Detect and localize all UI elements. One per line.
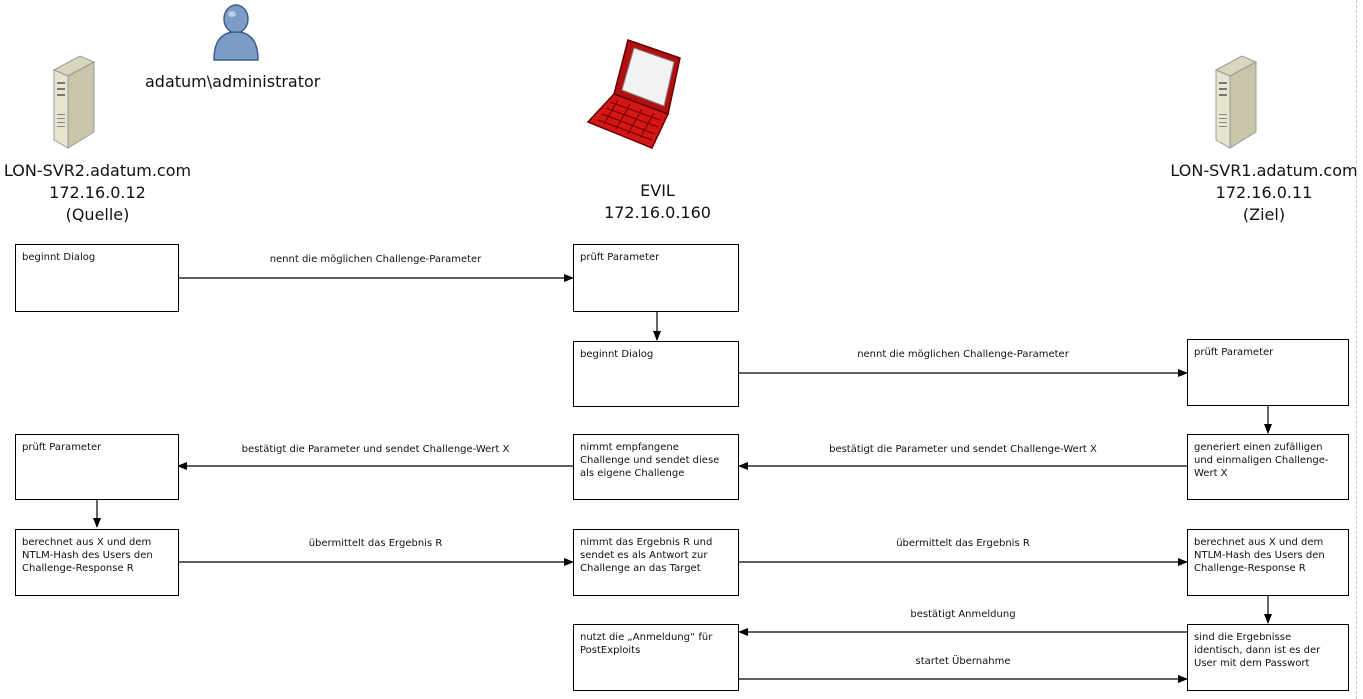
laptop-icon — [586, 39, 681, 149]
step-box-evil-1: prüft Parameter — [573, 244, 739, 312]
source-ip: 172.16.0.12 — [49, 183, 146, 202]
step-box-source-1: beginnt Dialog — [15, 244, 179, 312]
step-box-target-2: generiert einen zufälligen und einmalige… — [1187, 434, 1349, 500]
step-box-evil-3: nimmt empfangene Challenge und sendet di… — [573, 434, 739, 500]
message-label-m8: startet Übernahme — [915, 656, 1011, 667]
target-role: (Ziel) — [1242, 205, 1286, 224]
target-node-label: LON-SVR1.adatum.com 172.16.0.11 (Ziel) — [1165, 160, 1363, 226]
message-label-m2: nennt die möglichen Challenge-Parameter — [857, 349, 1069, 360]
source-role: (Quelle) — [65, 205, 130, 224]
message-label-m1: nennt die möglichen Challenge-Parameter — [269, 254, 482, 265]
server-icon-target — [1214, 55, 1258, 149]
target-hostname: LON-SVR1.adatum.com — [1170, 161, 1358, 180]
step-box-target-4: sind die Ergebnisse identisch, dann ist … — [1187, 624, 1349, 691]
user-label: adatum\administrator — [145, 72, 321, 91]
attacker-hostname: EVIL — [640, 181, 675, 200]
message-label-m6: übermittelt das Ergebnis R — [896, 538, 1030, 549]
step-box-source-2: prüft Parameter — [15, 434, 179, 500]
step-box-source-3: berechnet aus X und dem NTLM-Hash des Us… — [15, 529, 179, 596]
step-box-evil-2: beginnt Dialog — [573, 341, 739, 407]
source-hostname: LON-SVR2.adatum.com — [3, 161, 192, 180]
server-icon-source — [52, 55, 96, 149]
source-node-label: LON-SVR2.adatum.com 172.16.0.12 (Quelle) — [0, 160, 195, 226]
message-label-m5: übermittelt das Ergebnis R — [308, 538, 443, 549]
step-box-evil-5: nutzt die „Anmeldung“ für PostExploits — [573, 624, 739, 691]
page-edge-divider — [1356, 0, 1358, 699]
step-box-target-3: berechnet aus X und dem NTLM-Hash des Us… — [1187, 529, 1349, 596]
target-ip: 172.16.0.11 — [1215, 183, 1313, 202]
message-label-m3: bestätigt die Parameter und sendet Chall… — [241, 444, 510, 455]
step-box-target-1: prüft Parameter — [1187, 339, 1349, 406]
attacker-ip: 172.16.0.160 — [604, 203, 711, 222]
step-box-evil-4: nimmt das Ergebnis R und sendet es als A… — [573, 529, 739, 596]
attacker-node-label: EVIL 172.16.0.160 — [560, 180, 755, 224]
message-label-m7: bestätigt Anmeldung — [910, 609, 1016, 620]
user-icon — [213, 4, 259, 61]
message-label-m4: bestätigt die Parameter und sendet Chall… — [829, 444, 1097, 455]
